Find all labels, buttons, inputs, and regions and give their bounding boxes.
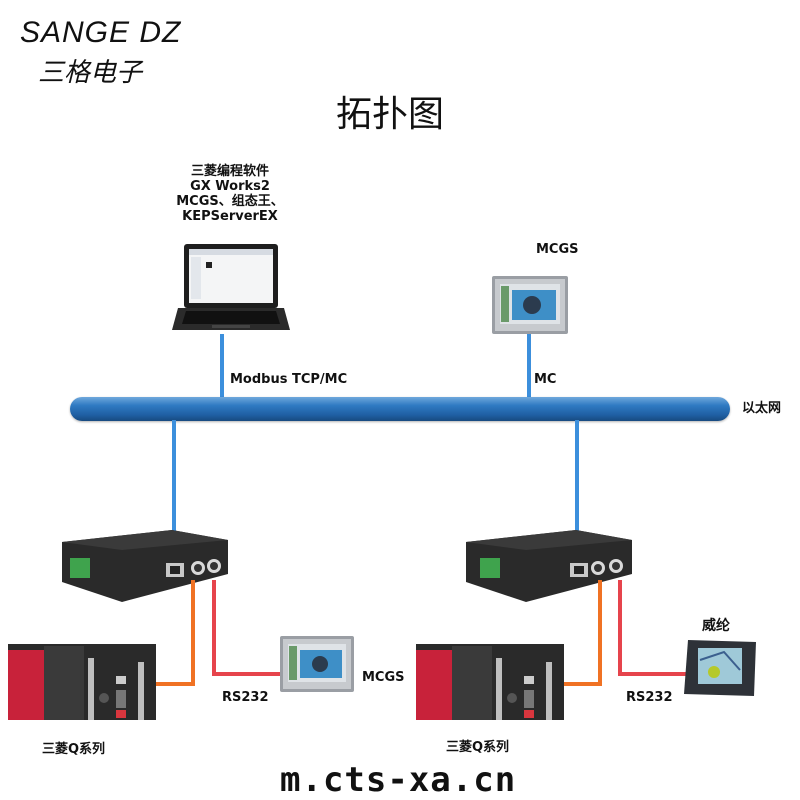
- serial-wire-plc-right: [598, 580, 602, 686]
- plc-right-icon: [416, 644, 564, 720]
- brand-name-en: SANGE DZ: [20, 16, 182, 49]
- software-line: MCGS、组态王、: [176, 194, 284, 209]
- plc-left-label: 三菱Q系列: [42, 742, 106, 757]
- link-label-mc: MC: [534, 372, 557, 387]
- footer-url: m.cts-xa.cn: [280, 760, 517, 800]
- hmi-left-mcgs-icon: [280, 636, 354, 692]
- ethernet-link-gateway-right: [575, 420, 579, 570]
- software-line: GX Works2: [190, 179, 270, 194]
- hmi-mcgs-icon: [492, 276, 568, 334]
- serial-wire-hmi-left-h: [212, 672, 282, 676]
- link-label-modbus: Modbus TCP/MC: [230, 372, 348, 387]
- laptop-icon: [172, 244, 290, 330]
- software-line: KEPServerEX: [182, 209, 278, 224]
- gateway-device-left: [62, 530, 228, 602]
- serial-wire-hmi-right: [618, 580, 622, 676]
- ethernet-link-laptop: [220, 334, 224, 400]
- serial-label-right: RS232: [626, 690, 673, 705]
- ethernet-link-gateway-left: [172, 420, 176, 570]
- software-line: 三菱编程软件: [190, 164, 269, 179]
- ethernet-label: 以太网: [742, 401, 782, 416]
- serial-wire-plc-left-h: [152, 682, 195, 686]
- ethernet-link-hmi: [527, 334, 531, 400]
- ethernet-bus: [70, 397, 730, 421]
- serial-wire-hmi-right-h: [618, 672, 686, 676]
- serial-label-left: RS232: [222, 690, 269, 705]
- serial-wire-plc-right-h: [560, 682, 602, 686]
- gateway-device-right: [466, 530, 632, 602]
- software-label: 三菱编程软件 GX Works2 MCGS、组态王、 KEPServerEX: [150, 164, 310, 224]
- plc-left-icon: [8, 644, 156, 720]
- plc-right-label: 三菱Q系列: [446, 740, 510, 755]
- serial-wire-hmi-left: [212, 580, 216, 676]
- hmi-top-label: MCGS: [536, 242, 579, 257]
- page-title: 拓扑图: [336, 94, 445, 135]
- serial-wire-plc-left: [191, 580, 195, 686]
- hmi-left-label: MCGS: [362, 670, 405, 685]
- hmi-right-label: 威纶: [702, 618, 730, 634]
- brand-name-cn: 三格电子: [38, 58, 143, 88]
- hmi-weinview-icon: [684, 640, 756, 696]
